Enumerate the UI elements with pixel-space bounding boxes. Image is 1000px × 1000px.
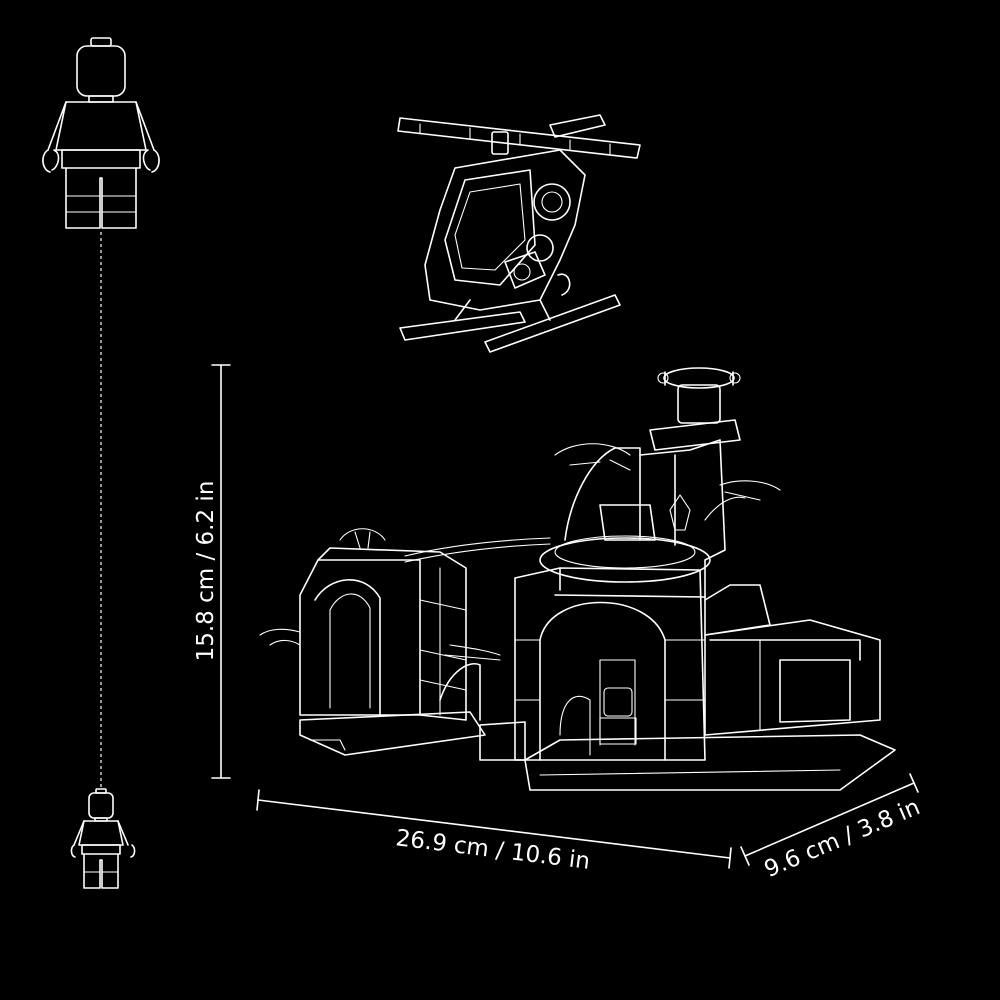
temple-ruins-model bbox=[259, 367, 896, 791]
height-label: 15.8 cm / 6.2 in bbox=[193, 481, 219, 662]
width-dimension: 26.9 cm / 10.6 in bbox=[256, 789, 732, 875]
width-label: 26.9 cm / 10.6 in bbox=[394, 825, 591, 875]
helicopter-model bbox=[397, 114, 641, 353]
small-minifigure bbox=[70, 788, 136, 889]
large-minifigure bbox=[42, 37, 160, 229]
height-dimension: 15.8 cm / 6.2 in bbox=[193, 364, 231, 779]
